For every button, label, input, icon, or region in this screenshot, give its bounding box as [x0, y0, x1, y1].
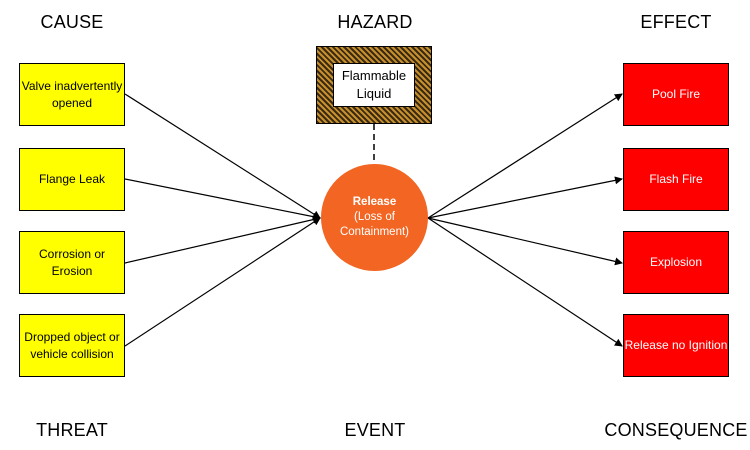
- event-circle: Release (Loss of Containment): [321, 164, 428, 271]
- effect-box-flash-fire: Flash Fire: [623, 148, 729, 211]
- cause-box-flange-leak: Flange Leak: [19, 148, 125, 211]
- cause-box-valve: Valve inadvertently opened: [19, 63, 125, 126]
- effect-box-release-no-ignition: Release no Ignition: [623, 314, 729, 377]
- heading-event: EVENT: [344, 420, 406, 440]
- cause-box-dropped-object: Dropped object or vehicle collision: [19, 314, 125, 377]
- heading-cause: CAUSE: [40, 12, 104, 32]
- hazard-box: Flammable Liquid: [316, 46, 432, 124]
- event-subtitle: (Loss of Containment): [339, 211, 410, 238]
- cause-arrow-1: [124, 93, 321, 219]
- event-title: Release: [352, 196, 397, 208]
- cause-arrow-2: [124, 178, 321, 221]
- cause-arrow-4: [124, 217, 321, 347]
- heading-effect: EFFECT: [640, 12, 712, 32]
- effect-box-explosion: Explosion: [623, 231, 729, 294]
- effect-arrow-4: [427, 217, 623, 347]
- effect-arrow-1: [427, 93, 623, 219]
- cause-box-corrosion: Corrosion or Erosion: [19, 231, 125, 294]
- hazard-label: Flammable Liquid: [333, 63, 415, 107]
- heading-consequence: CONSEQUENCE: [604, 420, 748, 440]
- effect-box-pool-fire: Pool Fire: [623, 63, 729, 126]
- heading-threat: THREAT: [36, 420, 108, 440]
- heading-hazard: HAZARD: [337, 12, 413, 32]
- effect-arrow-2: [427, 176, 623, 219]
- effect-arrow-3: [427, 217, 623, 266]
- cause-arrow-3: [124, 215, 321, 264]
